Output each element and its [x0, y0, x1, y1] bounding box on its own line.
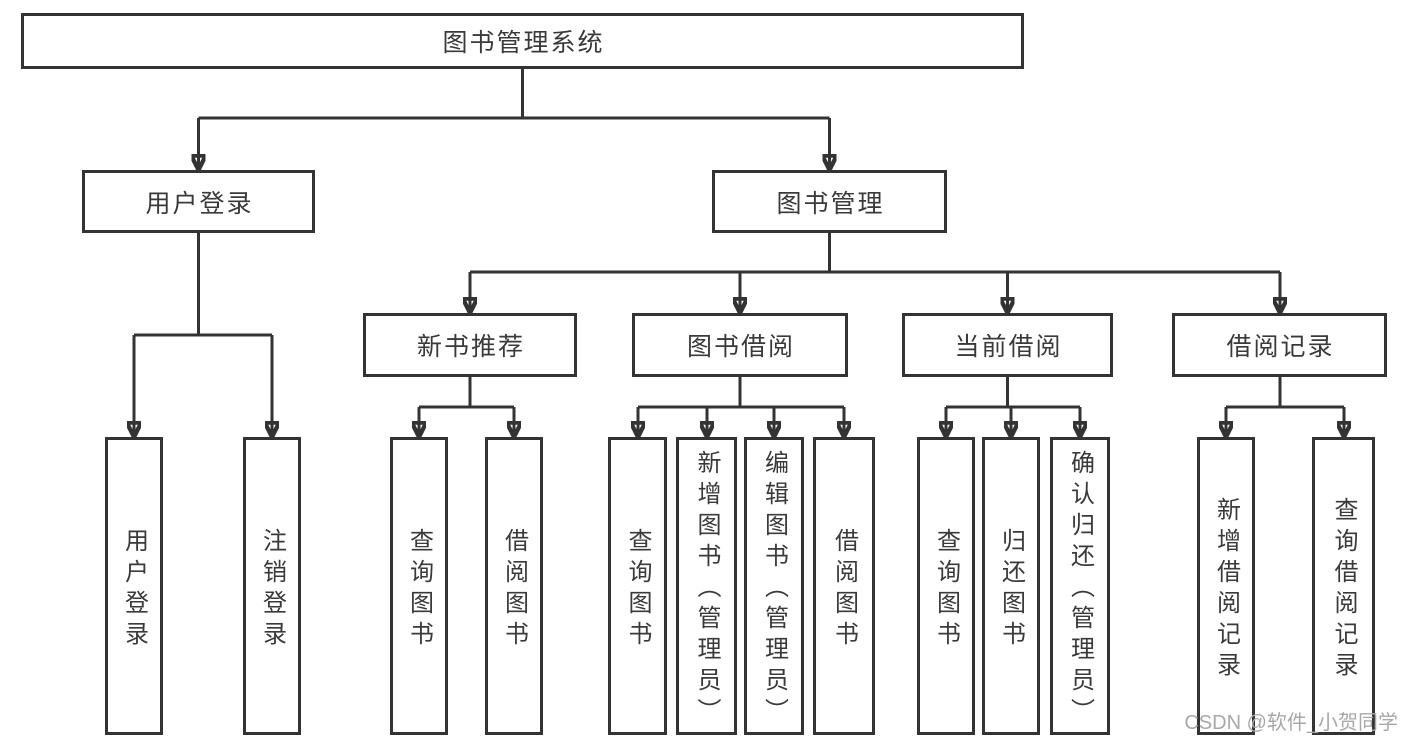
leaf-borrow-edit-book-admin: 编辑图书（管理员） — [744, 437, 804, 735]
leaf-records-add-record-label: 新增借阅记录 — [1212, 496, 1240, 683]
leaf-records-query-record: 查询借阅记录 — [1312, 437, 1375, 735]
connector-book-borrow-split — [638, 377, 844, 437]
connector-borrow-records-split — [1226, 377, 1344, 437]
leaf-borrow-query-book-label: 查询图书 — [624, 527, 651, 652]
node-borrow-records-label: 借阅记录 — [1226, 333, 1335, 361]
node-borrow-records: 借阅记录 — [1172, 313, 1387, 377]
leaf-records-query-record-label: 查询借阅记录 — [1330, 496, 1357, 683]
leaf-records-add-record: 新增借阅记录 — [1197, 437, 1255, 735]
leaf-recommend-query-book-label: 查询图书 — [405, 527, 433, 652]
leaf-logout-label: 注销登录 — [258, 527, 286, 652]
leaf-user-login-label: 用户登录 — [120, 527, 148, 652]
leaf-borrow-add-book-admin-label: 新增图书（管理员） — [693, 450, 720, 729]
leaf-recommend-query-book: 查询图书 — [390, 437, 448, 735]
node-book-borrow: 图书借阅 — [632, 313, 848, 377]
leaf-recommend-borrow-book: 借阅图书 — [485, 437, 543, 735]
leaf-borrow-borrow-book: 借阅图书 — [813, 437, 875, 735]
node-root: 图书管理系统 — [21, 13, 1024, 69]
leaf-recommend-borrow-book-label: 借阅图书 — [500, 527, 528, 652]
node-new-book-recommend-label: 新书推荐 — [416, 333, 525, 361]
node-current-borrow-label: 当前借阅 — [954, 333, 1063, 361]
node-book-management: 图书管理 — [712, 170, 947, 233]
leaf-borrow-add-book-admin: 新增图书（管理员） — [676, 437, 737, 735]
node-book-management-label: 图书管理 — [776, 189, 885, 218]
leaf-borrow-edit-book-admin-label: 编辑图书（管理员） — [760, 450, 788, 729]
connector-book-management-split — [470, 233, 1280, 313]
leaf-current-query-book: 查询图书 — [917, 437, 975, 735]
connector-user-login-split — [134, 233, 272, 437]
node-root-label: 图书管理系统 — [442, 29, 605, 57]
node-current-borrow: 当前借阅 — [902, 313, 1113, 377]
node-user-login: 用户登录 — [82, 170, 315, 233]
node-new-book-recommend: 新书推荐 — [363, 313, 577, 377]
leaf-current-confirm-return-admin-label: 确认归还（管理员） — [1066, 450, 1094, 729]
node-book-borrow-label: 图书借阅 — [686, 333, 795, 361]
leaf-logout: 注销登录 — [243, 437, 301, 735]
leaf-current-return-book: 归还图书 — [982, 437, 1040, 735]
connector-root-split — [199, 69, 830, 170]
connector-new-book-recommend-split — [419, 377, 514, 437]
leaf-current-return-book-label: 归还图书 — [997, 527, 1025, 652]
connector-current-borrow-split — [946, 377, 1080, 437]
leaf-current-confirm-return-admin: 确认归还（管理员） — [1050, 437, 1110, 735]
leaf-current-query-book-label: 查询图书 — [932, 527, 960, 652]
node-user-login-label: 用户登录 — [145, 189, 254, 218]
leaf-user-login: 用户登录 — [105, 437, 163, 735]
leaf-borrow-borrow-book-label: 借阅图书 — [830, 527, 858, 652]
leaf-borrow-query-book: 查询图书 — [608, 437, 667, 735]
csdn-watermark: CSDN @软件_小贺同学 — [1184, 712, 1398, 734]
